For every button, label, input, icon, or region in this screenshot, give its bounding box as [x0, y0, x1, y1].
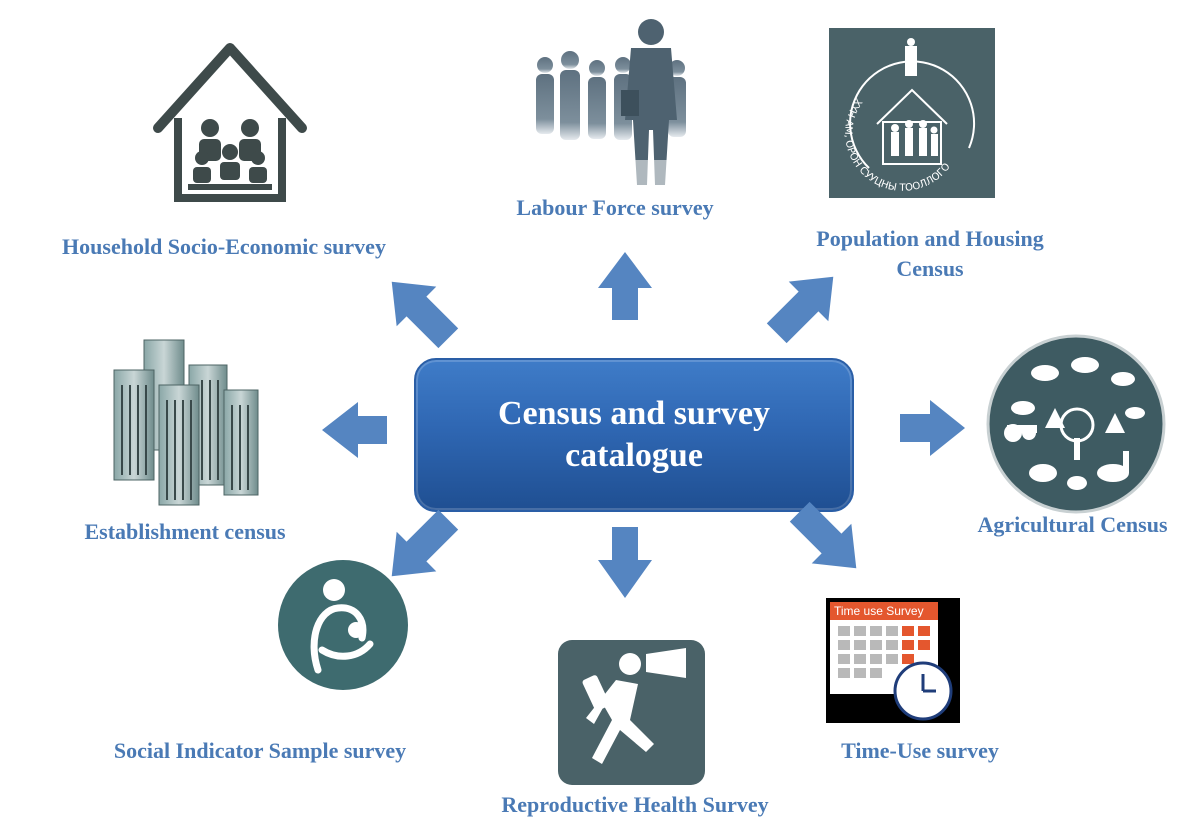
arrow-down-reproductive: [598, 527, 652, 598]
clock-icon: [893, 661, 953, 721]
workforce-silhouettes-icon: [525, 19, 695, 200]
label-social[interactable]: Social Indicator Sample survey: [113, 738, 407, 763]
label-population-line2: Census: [896, 256, 964, 281]
calendar-title: Time use Survey: [830, 602, 938, 620]
buildings-icon: [113, 339, 259, 506]
label-agricultural[interactable]: Agricultural Census: [977, 512, 1168, 537]
arrow-left-establishment: [322, 402, 387, 458]
census-logo-icon: ХҮН АМ, ОРОН СУУЦНЫ ТООЛЛОГО: [829, 28, 995, 198]
center-title-line2: catalogue: [565, 437, 703, 474]
explorer-person-icon: [558, 640, 705, 785]
arrow-up-left-household: [391, 281, 459, 349]
label-population[interactable]: Population and Housing Census: [760, 224, 1100, 284]
arrow-down-right-timeuse: [789, 501, 857, 569]
center-title-line1: Census and survey: [497, 395, 771, 432]
label-establishment[interactable]: Establishment census: [84, 519, 286, 544]
label-household[interactable]: Household Socio-Economic survey: [62, 234, 386, 259]
calendar-grid: [838, 626, 930, 678]
label-reproductive[interactable]: Reproductive Health Survey: [501, 792, 769, 817]
label-timeuse[interactable]: Time-Use survey: [841, 738, 999, 763]
time-use-calendar-icon: Time use Survey: [826, 598, 960, 723]
label-population-line1: Population and Housing: [816, 226, 1044, 251]
mother-baby-icon: [278, 560, 408, 690]
arrow-up-right-population: [766, 276, 834, 344]
agriculture-animals-icon: [986, 334, 1166, 514]
arrow-up-labour: [598, 252, 652, 320]
arrow-down-left-social: [391, 509, 459, 577]
center-catalogue-box[interactable]: Census and survey catalogue: [414, 358, 854, 512]
house-family-icon: [153, 43, 307, 202]
arrow-right-agricultural: [900, 400, 965, 456]
label-labour[interactable]: Labour Force survey: [516, 195, 714, 220]
